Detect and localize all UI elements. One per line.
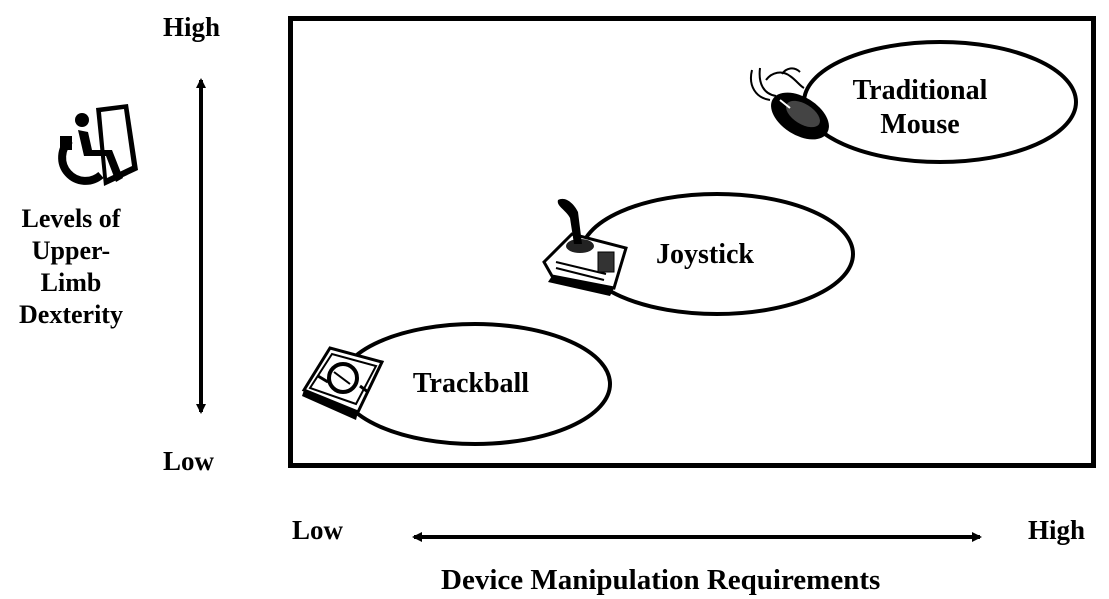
mouse-label-line: Mouse (880, 109, 960, 140)
joystick-label: Joystick (630, 238, 780, 272)
y-axis-high-label: High (163, 12, 221, 42)
plot-frame (288, 16, 1096, 468)
y-axis-low-label: Low (163, 446, 215, 476)
y-axis-title-line: Dexterity (19, 300, 123, 329)
joystick-label-line: Joystick (656, 239, 754, 270)
mouse-label-line: Traditional (852, 75, 988, 106)
mouse-icon (750, 67, 829, 140)
trackball-label: Trackball (396, 367, 546, 401)
trackball-label-line: Trackball (412, 368, 530, 399)
y-axis-title: Levels of Upper- Limb Dexterity (8, 203, 134, 331)
x-axis-high-label: High (1028, 515, 1086, 545)
y-axis-title-line: Levels of (21, 204, 121, 233)
wheelchair-accessibility-icon (58, 104, 138, 186)
y-axis-title-line: Upper- (31, 236, 111, 265)
x-axis-low-label: Low (292, 515, 344, 545)
joystick-icon (542, 198, 628, 296)
mouse-label: Traditional Mouse (830, 74, 1010, 142)
x-axis-title: Device Manipulation Requirements (441, 564, 881, 596)
y-axis-title-line: Limb (40, 268, 102, 297)
trackball-icon (301, 346, 385, 420)
